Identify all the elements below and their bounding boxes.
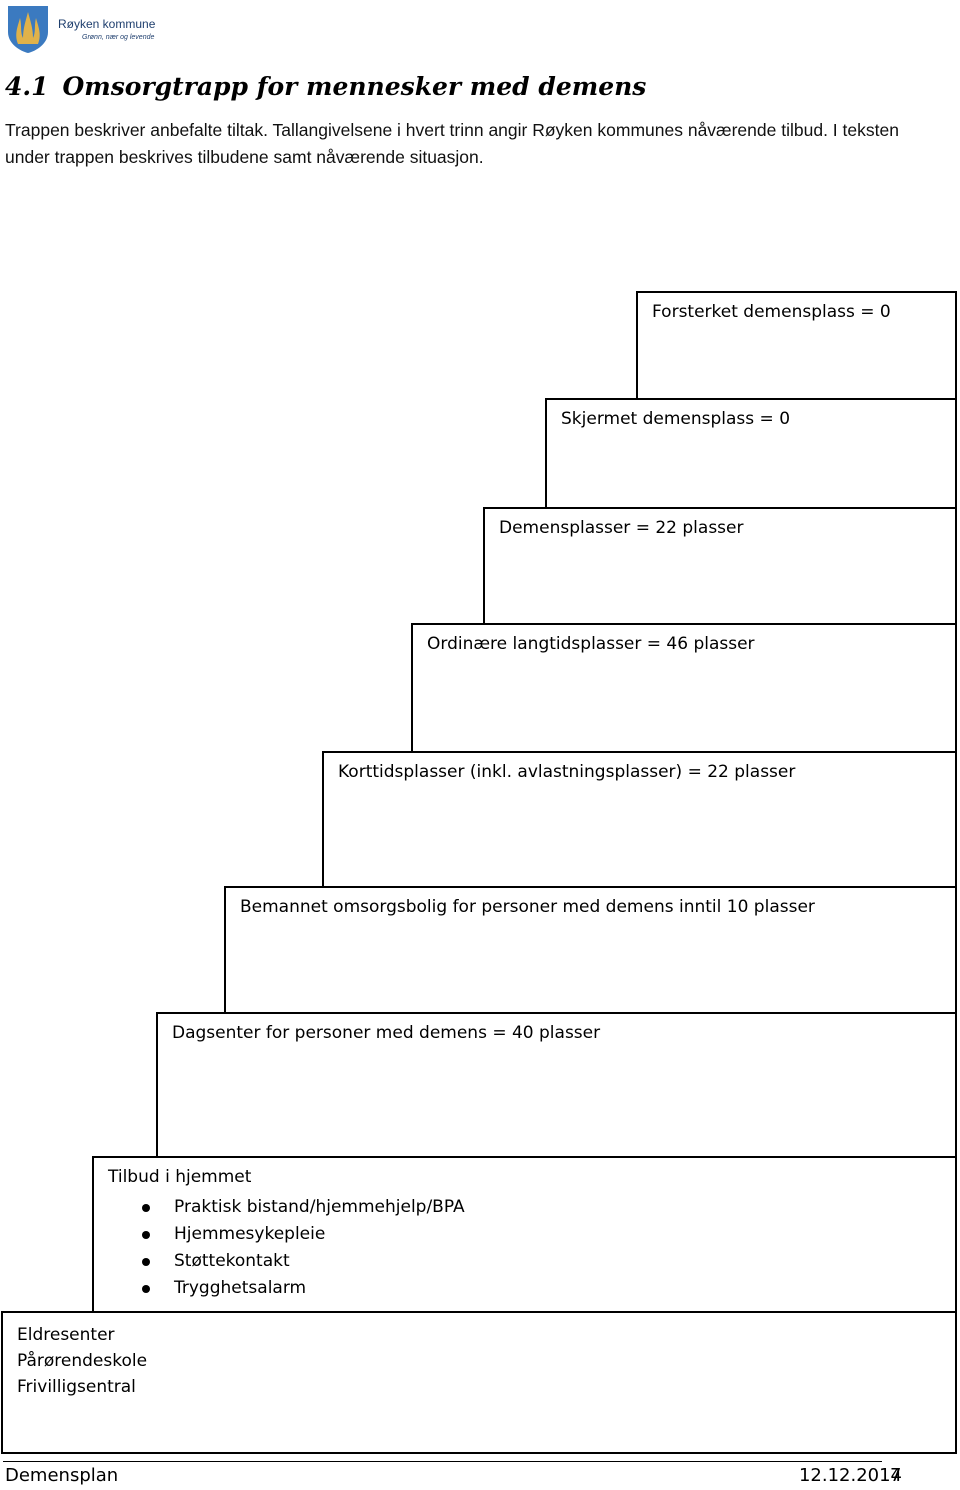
footer-divider [3,1461,882,1462]
step-langtidsplasser: Ordinære langtidsplasser = 46 plasser [411,623,957,754]
step-label: Tilbud i hjemmet [108,1167,252,1187]
step-base: Eldresenter Pårørendeskole Frivilligsent… [1,1311,957,1454]
logo-tagline: Grønn, nær og levende [82,34,155,41]
municipality-logo: Røyken kommune Grønn, nær og levende [6,4,155,54]
step-label: Ordinære langtidsplasser = 46 plasser [427,634,755,654]
coat-of-arms-icon [8,6,48,53]
bullet-icon [142,1204,150,1212]
step-label: Dagsenter for personer med demens = 40 p… [172,1023,601,1043]
section-number: 4.1 [5,72,49,101]
bullet-icon [142,1231,150,1239]
list-item: Praktisk bistand/hjemmehjelp/BPA [142,1194,465,1221]
step-demensplasser: Demensplasser = 22 plasser [483,507,957,626]
section-title: Omsorgtrapp for mennesker med demens [62,72,647,101]
step-dagsenter: Dagsenter for personer med demens = 40 p… [156,1012,957,1160]
footer-page-number: 7 [890,1465,902,1486]
base-step-lines: Eldresenter Pårørendeskole Frivilligsent… [17,1322,147,1400]
list-item: Hjemmesykepleie [142,1221,465,1248]
bullet-icon [142,1258,150,1266]
base-line: Eldresenter [17,1325,115,1345]
step-tilbud-i-hjemmet: Tilbud i hjemmet Praktisk bistand/hjemme… [92,1156,957,1314]
base-line: Frivilligsentral [17,1377,136,1397]
home-services-list: Praktisk bistand/hjemmehjelp/BPA Hjemmes… [142,1194,465,1302]
step-label: Forsterket demensplass = 0 [652,302,891,322]
section-heading: 4.1 Omsorgtrapp for mennesker med demens [5,72,646,101]
step-skjermet: Skjermet demensplass = 0 [545,398,957,510]
step-forsterket: Forsterket demensplass = 0 [636,291,957,401]
base-line: Pårørendeskole [17,1351,148,1371]
step-label: Bemannet omsorgsbolig for personer med d… [240,897,815,917]
step-label: Demensplasser = 22 plasser [499,518,744,538]
step-label: Korttidsplasser (inkl. avlastningsplasse… [338,762,796,782]
logo-name: Røyken kommune [58,17,156,31]
step-label: Skjermet demensplass = 0 [561,409,791,429]
footer-doc-title: Demensplan [5,1465,119,1486]
step-omsorgsbolig: Bemannet omsorgsbolig for personer med d… [224,886,957,1015]
list-item: Støttekontakt [142,1248,465,1275]
footer-date: 12.12.2014 [798,1465,902,1486]
intro-paragraph: Trappen beskriver anbefalte tiltak. Tall… [5,120,899,167]
step-korttidsplasser: Korttidsplasser (inkl. avlastningsplasse… [322,751,957,889]
bullet-icon [142,1285,150,1293]
list-item: Trygghetsalarm [142,1275,465,1302]
